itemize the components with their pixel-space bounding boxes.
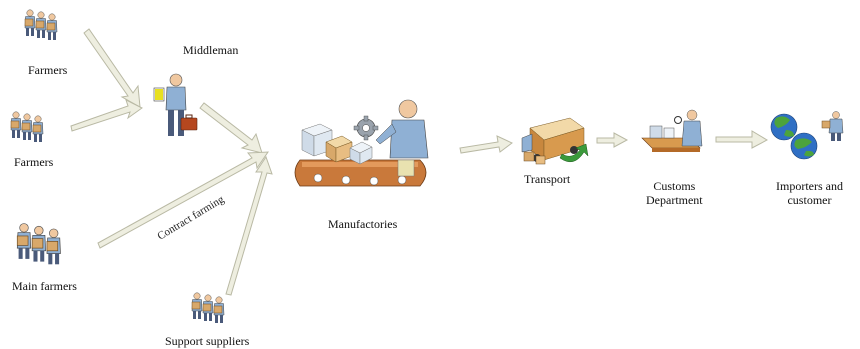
customs-label: Customs Department (646, 179, 703, 207)
globe-icon (770, 111, 844, 160)
middleman-icon (153, 73, 198, 136)
farmer-group-icon (25, 10, 57, 40)
truck-icon (521, 117, 589, 165)
arrow-customs-to-importers (715, 130, 769, 149)
support-suppliers-label: Support suppliers (165, 334, 250, 348)
contract-farming-label: Contract farming (155, 193, 226, 242)
customs-label-line2: Department (646, 193, 703, 207)
customs-desk-icon (641, 109, 703, 152)
customs-label-line1: Customs (653, 179, 696, 193)
arrow-middleman-to-junction (199, 102, 263, 154)
arrow-main-farmers-to-junction (97, 151, 269, 249)
farmers-top-label: Farmers (28, 63, 68, 77)
importers-label-line2: customer (787, 193, 832, 207)
farmer-group-icon (192, 293, 224, 323)
arrow-farmers-to-middleman-1 (83, 28, 141, 108)
farmer-group-icon (17, 224, 60, 265)
transport-label: Transport (524, 172, 571, 186)
arrow-farmers-to-middleman-2 (70, 99, 143, 132)
importers-label-line1: Importers and (776, 179, 843, 193)
gear-icon (353, 115, 379, 141)
green-cycle-arrow-icon (559, 143, 589, 163)
importers-label: Importers and customer (776, 179, 843, 207)
arrow-factory-to-transport (459, 135, 513, 154)
arrow-transport-to-customs (596, 132, 629, 148)
farmer-group-icon (11, 112, 43, 142)
arrows (70, 28, 769, 296)
middleman-label: Middleman (183, 43, 239, 57)
arrow-support-to-junction (225, 155, 273, 296)
manufactories-label: Manufactories (328, 217, 398, 231)
factory-icon (294, 99, 429, 187)
main-farmers-label: Main farmers (12, 279, 77, 293)
farmers-mid-label: Farmers (14, 155, 54, 169)
